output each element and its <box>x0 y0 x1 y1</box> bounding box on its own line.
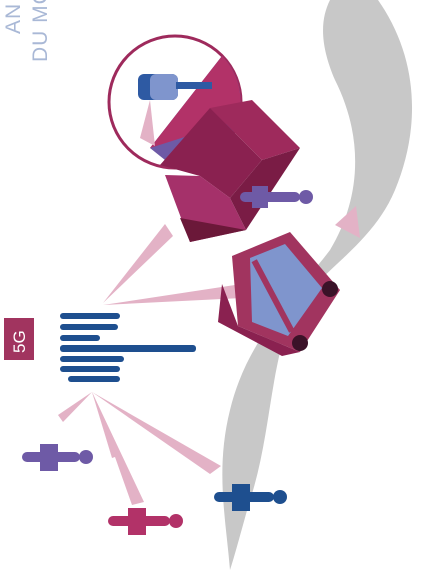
car-signal-marker <box>335 206 360 238</box>
signal-ray-to-car <box>103 283 248 305</box>
person-right <box>214 484 287 511</box>
person-near-building <box>240 186 313 208</box>
header-text-line-1: AN <box>2 2 25 34</box>
person-left <box>22 444 93 471</box>
5g-badge: 5G <box>4 318 34 360</box>
signal-ray-to-building <box>103 224 173 303</box>
zoom-circle-ray <box>140 100 155 146</box>
car <box>218 232 340 356</box>
road <box>222 0 413 570</box>
signal-ray-to-right-person <box>92 392 221 474</box>
antenna-signal-bars <box>60 313 196 382</box>
sensor-icon <box>138 74 212 100</box>
header-text-line-2: DU MC <box>29 0 52 62</box>
person-bottom <box>108 508 183 535</box>
5g-badge-label: 5G <box>10 330 29 353</box>
signal-ray-to-road <box>92 392 121 458</box>
signal-ray-to-left-person <box>58 392 92 422</box>
